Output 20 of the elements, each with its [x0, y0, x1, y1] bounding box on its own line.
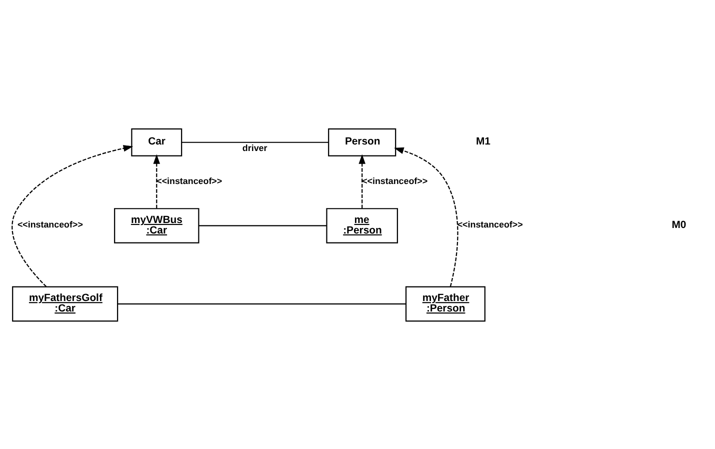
edge-label: <<instanceof>> [17, 218, 83, 229]
arrow [153, 154, 160, 208]
node-box: Person [328, 128, 396, 156]
edge-label: <<instanceof>> [156, 175, 222, 186]
edge-label: driver [242, 142, 268, 153]
node-box: Car [131, 128, 182, 156]
arrow [358, 154, 366, 208]
label: M0 [672, 219, 686, 230]
node-box: myVWBus :Car [114, 208, 200, 243]
arrow [12, 144, 134, 286]
edge-label: <<instanceof>> [457, 218, 523, 229]
connector [198, 224, 327, 226]
node-box: myFather :Person [405, 286, 486, 322]
node-box: me :Person [326, 208, 398, 243]
node-box: myFathersGolf :Car [12, 286, 118, 322]
arrow [394, 146, 458, 286]
connector [118, 302, 406, 304]
label: M1 [476, 136, 490, 147]
edge-label: <<instanceof>> [362, 175, 428, 186]
connector [182, 141, 328, 142]
